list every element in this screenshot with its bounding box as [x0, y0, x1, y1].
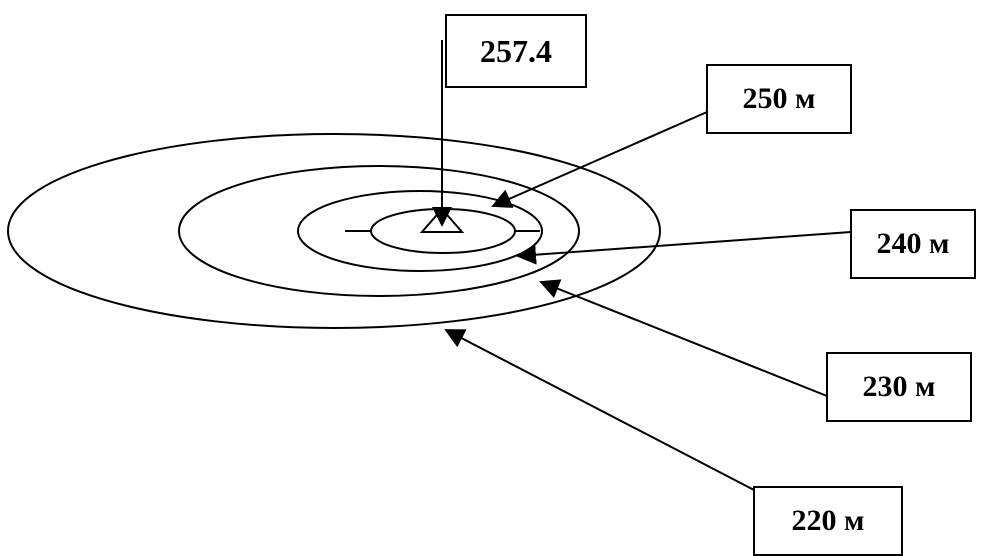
- contour-230-label: 230 м: [826, 352, 972, 422]
- contour-240-ellipse: [297, 190, 543, 272]
- contour-240-label: 240 м: [850, 209, 976, 279]
- contour-250-label: 250 м: [706, 64, 852, 134]
- contour-diagram: 257.4 250 м 240 м 230 м 220 м: [7, 14, 976, 556]
- contour-220-ellipse: [7, 133, 661, 329]
- contour-240-arrow: [516, 231, 852, 265]
- contour-250-arrow: [491, 111, 708, 208]
- contour-220-label: 220 м: [753, 486, 903, 556]
- contour-230-ellipse: [178, 165, 580, 297]
- contour-230-arrow: [539, 279, 828, 397]
- peak-elevation-label: 257.4: [445, 14, 587, 88]
- contour-lines-drawing: [7, 40, 852, 491]
- contour-220-arrow: [444, 329, 755, 491]
